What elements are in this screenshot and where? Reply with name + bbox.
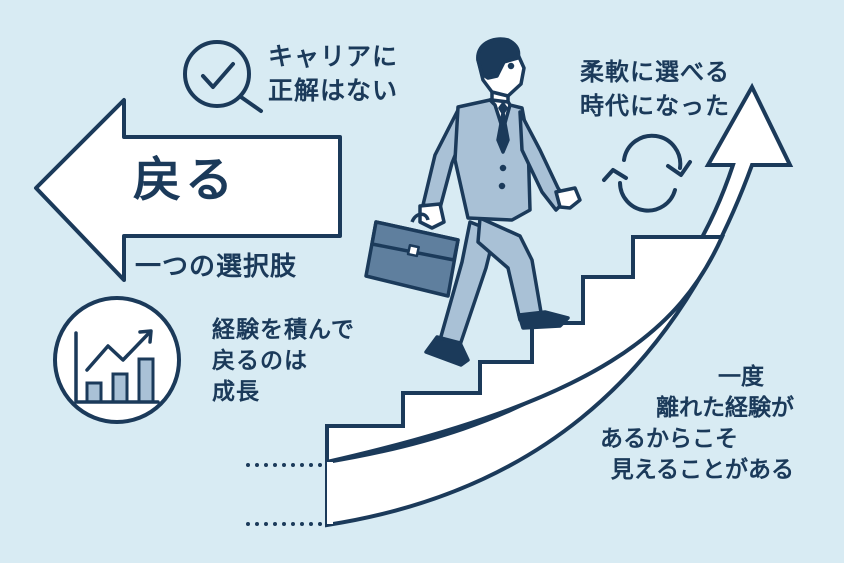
once-note: 一度 離れた経験が あるからこそ 見えることがある: [600, 362, 794, 486]
flexible-note-line: 柔軟に選べる: [580, 58, 730, 86]
once-note-line: あるからこそ: [600, 426, 738, 452]
refresh-cycle-icon: [602, 133, 692, 213]
growth-note-line: 経験を積んで: [212, 317, 355, 343]
once-note-line: 離れた経験が: [656, 395, 794, 421]
growth-chart-icon: [53, 296, 181, 424]
career-note-line: キャリアに: [268, 42, 399, 71]
growth-note-line: 成長: [212, 379, 260, 405]
growth-note-line: 戻るのは: [212, 348, 308, 374]
dotted-guides: [246, 463, 322, 526]
left-arrow-icon: [34, 98, 342, 282]
back-arrow-subtitle: 一つの選択肢: [135, 252, 298, 282]
briefcase-icon: [364, 212, 460, 298]
growth-note: 経験を積んで 戻るのは 成長: [212, 315, 355, 408]
career-note: キャリアに 正解はない: [268, 40, 398, 108]
career-note-line: 正解はない: [268, 76, 399, 105]
businessman-figure: [418, 37, 582, 367]
staircase: [325, 235, 726, 524]
back-arrow-title: 戻る: [133, 152, 238, 208]
once-note-line: 一度: [718, 364, 764, 390]
flexible-note-line: 時代になった: [580, 92, 730, 120]
magnifier-check-icon: [183, 40, 263, 113]
once-note-line: 見えることがある: [610, 457, 794, 483]
flexible-note: 柔軟に選べる 時代になった: [580, 55, 730, 123]
